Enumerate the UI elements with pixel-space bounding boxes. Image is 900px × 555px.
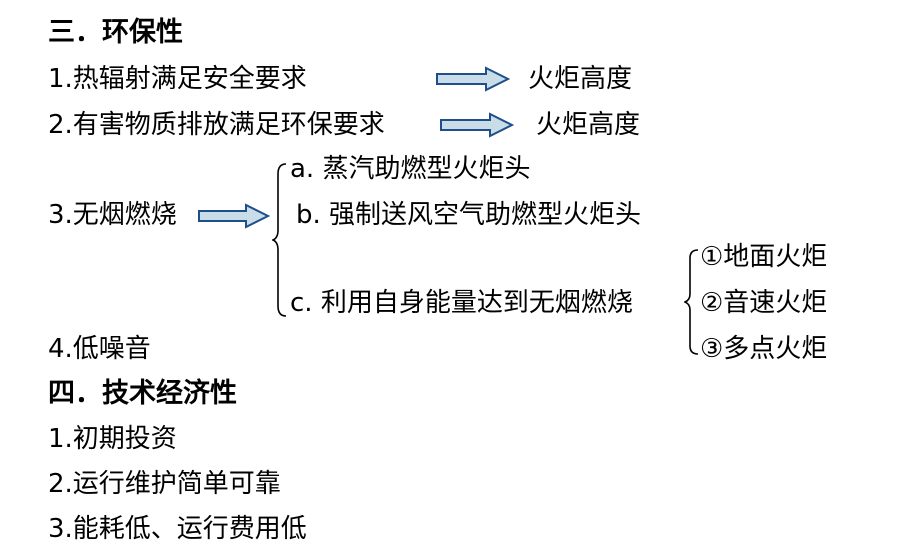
right-arrow-icon [436, 66, 510, 92]
item-low-energy-cost: 3.能耗低、运行费用低 [48, 514, 307, 544]
item-harmful-emissions: 2.有害物质排放满足环保要求 [48, 110, 385, 140]
item-simple-reliable-operation: 2.运行维护简单可靠 [48, 469, 281, 499]
item-smokeless-combustion: 3.无烟燃烧 [48, 200, 177, 230]
option-c-self-energy: c. 利用自身能量达到无烟燃烧 [290, 288, 633, 318]
subtype-ground-flare: ①地面火炬 [700, 242, 828, 272]
result-flare-height-1: 火炬高度 [528, 64, 633, 94]
left-brace-icon [684, 249, 699, 355]
item-initial-investment: 1.初期投资 [48, 424, 177, 454]
subtype-sonic-flare: ②音速火炬 [700, 288, 828, 318]
section-heading-techno-economic: 四．技术经济性 [48, 378, 237, 409]
option-b-forced-air-assisted: b. 强制送风空气助燃型火炬头 [296, 200, 642, 230]
right-arrow-icon [440, 112, 514, 138]
result-flare-height-2: 火炬高度 [536, 110, 641, 140]
item-thermal-radiation: 1.热辐射满足安全要求 [48, 64, 307, 94]
subtype-multipoint-flare: ③多点火炬 [700, 334, 828, 364]
option-a-steam-assisted: a. 蒸汽助燃型火炬头 [290, 154, 531, 184]
section-heading-environmental: 三．环保性 [48, 17, 183, 48]
right-arrow-icon [198, 203, 270, 229]
left-brace-icon [272, 163, 287, 317]
item-low-noise: 4.低噪音 [48, 334, 151, 364]
